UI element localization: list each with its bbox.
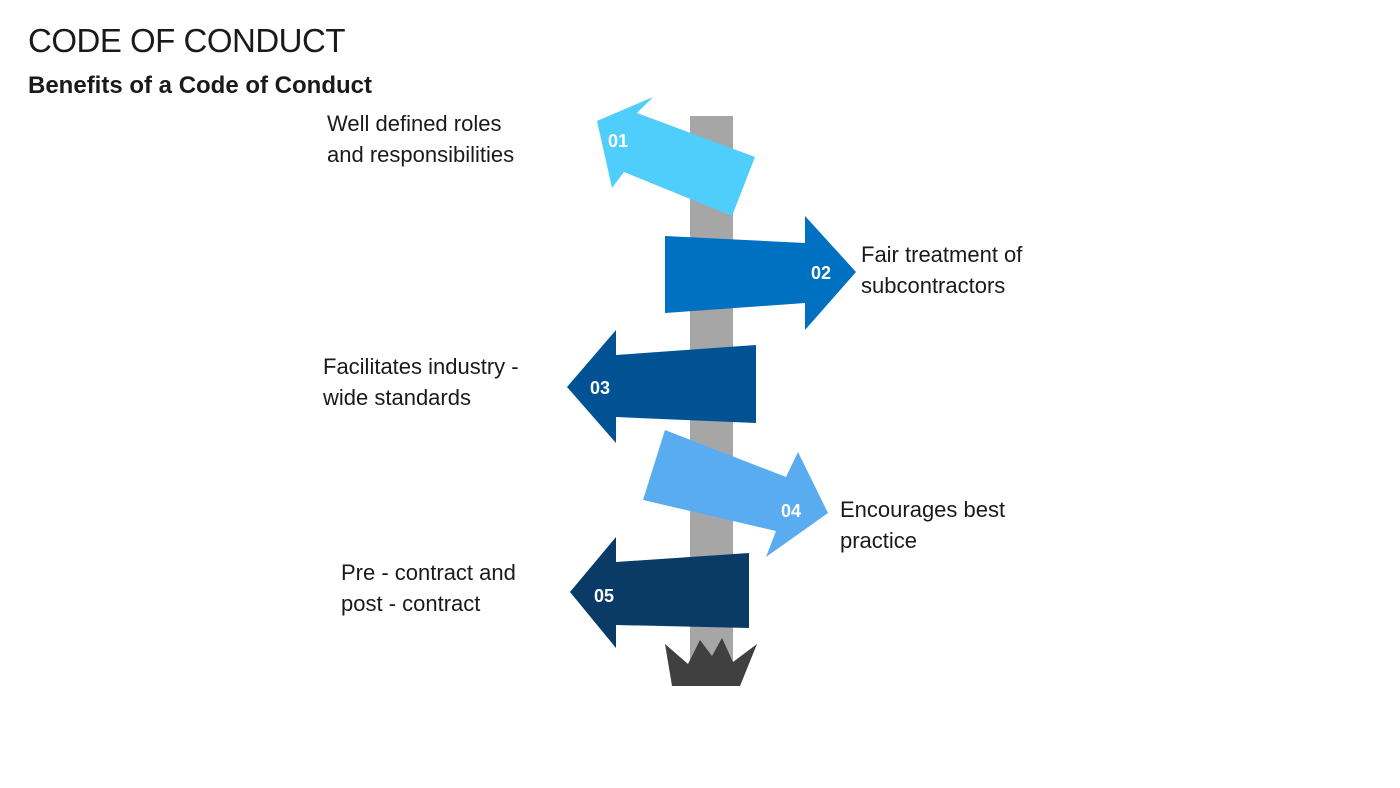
step-label-04-line2: practice [840,528,918,553]
signpost-base [665,638,757,686]
step-number-04: 04 [781,501,801,521]
step-label-04: Encourages best practice [840,494,1005,556]
step-label-01: Well defined roles and responsibilities [327,108,514,170]
step-label-03-line1: Facilitates industry - [323,354,519,379]
step-number-01: 01 [608,131,628,151]
arrow-02 [665,216,856,330]
slide-title: CODE OF CONDUCT [28,22,346,59]
step-label-05-line2: post - contract [341,591,481,616]
step-label-02: Fair treatment of subcontractors [861,239,1022,301]
arrow-01 [597,97,755,216]
step-label-01-line2: and responsibilities [327,142,515,167]
step-label-01-line1: Well defined roles [327,111,502,136]
step-number-03: 03 [590,378,610,398]
step-label-03: Facilitates industry - wide standards [323,351,519,413]
arrow-04 [643,430,828,557]
arrow-05 [570,537,749,648]
step-label-03-line2: wide standards [323,385,471,410]
step-label-05-line1: Pre - contract and [341,560,516,585]
slide-subtitle: Benefits of a Code of Conduct [28,72,372,99]
step-label-02-line1: Fair treatment of [861,242,1023,267]
step-number-05: 05 [594,586,614,606]
step-label-04-line1: Encourages best [840,497,1006,522]
step-number-02: 02 [811,263,831,283]
step-label-02-line2: subcontractors [861,273,1006,298]
step-label-05: Pre - contract and post - contract [341,557,516,619]
arrow-03 [567,330,756,443]
